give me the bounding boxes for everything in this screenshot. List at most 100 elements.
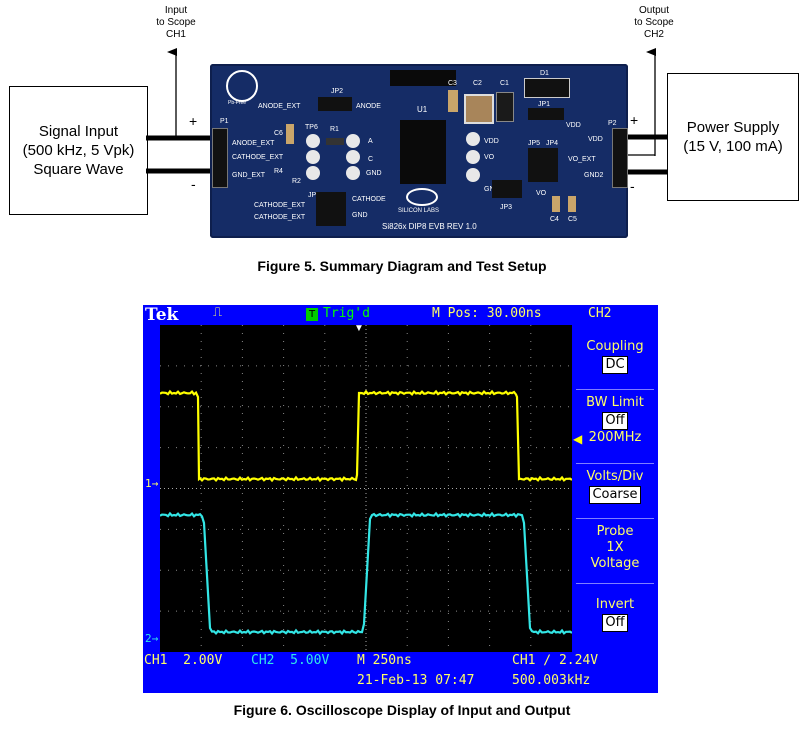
jp3-header — [492, 180, 522, 198]
menu-invert[interactable]: Invert Off — [572, 597, 658, 632]
gnd-label: GND — [366, 170, 382, 177]
jp1-header — [528, 108, 564, 120]
u1-socket — [390, 70, 456, 86]
menu-volts-div-value: Coarse — [589, 486, 641, 504]
d1-diode — [524, 78, 570, 98]
jp5-label: JP5 — [528, 140, 541, 147]
menu-invert-label: Invert — [595, 597, 635, 612]
menu-volts-div[interactable]: Volts/Div Coarse — [572, 469, 658, 504]
c2-cap — [464, 94, 494, 124]
scope-brand: Tek — [145, 305, 179, 325]
c-label: C — [368, 156, 374, 163]
tp-cluster-right — [466, 132, 482, 184]
trigger-position-marker: ▼ — [354, 323, 364, 334]
pb-free-label: Pb-Free — [228, 100, 247, 106]
scope-ch2-line3: CH2 — [643, 29, 664, 40]
footer-timebase: M 250ns — [357, 653, 412, 668]
jp3-label: JP3 — [500, 204, 513, 211]
footer-ch1: CH1 2.00V — [144, 653, 223, 668]
oscilloscope-display: Tek ⎍ T Trig'd M Pos: 30.00ns CH2 1→ 2→ … — [143, 305, 658, 693]
c6-cap — [286, 124, 294, 144]
right-plus-sign: + — [630, 112, 639, 128]
footer-freq: 500.003kHz — [512, 673, 591, 688]
cathode-ext-b2-label: CATHODE_EXT — [254, 214, 306, 221]
anode-ext-label: ANODE_EXT — [232, 140, 275, 147]
pcb-board: Pb-Free JP2 ANODE_EXT ANODE U1 C3 C2 C1 … — [210, 64, 628, 238]
jp5-jp4-header — [528, 148, 558, 182]
scope-ch1-line3: CH1 — [165, 29, 186, 40]
c5-label: C5 — [568, 216, 577, 223]
menu-volts-div-label: Volts/Div — [586, 469, 644, 484]
gnd-b-label: GND — [352, 212, 368, 219]
p2-connector — [612, 128, 628, 188]
jp6-header — [316, 192, 346, 226]
signal-input-box: Signal Input (500 kHz, 5 Vpk) Square Wav… — [9, 86, 148, 215]
trig-badge: T — [306, 308, 318, 321]
cathode-ext-b1-label: CATHODE_EXT — [254, 202, 306, 209]
c4-label: C4 — [550, 216, 559, 223]
u1-label: U1 — [417, 105, 428, 114]
acquire-icon: ⎍ — [213, 305, 223, 320]
menu-probe-line2: Voltage — [590, 556, 640, 571]
left-plus-sign: + — [189, 113, 198, 129]
menu-bw-limit[interactable]: BW Limit Off 200MHz — [572, 395, 658, 446]
figure5-caption: Figure 5. Summary Diagram and Test Setup — [257, 258, 547, 274]
vo-low-label: VO — [536, 190, 547, 197]
footer-date: 21-Feb-13 07:47 — [357, 673, 475, 688]
power-supply-line2: (15 V, 100 mA) — [683, 138, 783, 155]
side-menu: Coupling DC BW Limit Off 200MHz Volts/Di… — [572, 325, 658, 652]
c2-label: C2 — [473, 80, 482, 87]
footer-ch2: CH2 5.00V — [251, 653, 330, 668]
d1-label: D1 — [540, 70, 549, 77]
silicon-labs-logo — [406, 188, 438, 206]
jp2-header — [318, 97, 352, 111]
p1-label: P1 — [220, 118, 229, 125]
pb-free-logo — [226, 70, 258, 102]
right-minus-sign: - — [630, 178, 635, 194]
scope-ch1-line2: to Scope — [156, 17, 196, 28]
scope-ch2-label: Output to Scope CH2 — [624, 5, 684, 41]
scope-screen — [160, 325, 572, 652]
scope-ch1-label: Input to Scope CH1 — [148, 5, 204, 41]
menu-coupling-value: DC — [602, 356, 628, 374]
menu-title: CH2 — [588, 306, 612, 321]
vo-label: VO — [484, 154, 495, 161]
silicon-labs-label: SILICON LABS — [398, 208, 440, 214]
tp-cluster-left — [306, 134, 362, 180]
c4-cap — [552, 196, 560, 212]
ch1-marker: 1→ — [145, 477, 159, 490]
scope-ch2-line2: to Scope — [634, 17, 674, 28]
menu-probe-line1: 1X — [606, 540, 624, 555]
trig-status: Trig'd — [323, 306, 370, 321]
p1-connector — [212, 128, 228, 188]
ch1-trace — [160, 389, 572, 483]
ch2-trace — [160, 511, 572, 636]
cathode-label: CATHODE — [352, 196, 386, 203]
jp6-label: JP6 — [308, 192, 321, 199]
waveform-plot — [160, 325, 572, 652]
menu-bw-limit-value: Off — [602, 412, 628, 430]
p2-label: P2 — [608, 120, 617, 127]
menu-bw-limit-label: BW Limit — [586, 395, 644, 410]
menu-bw-limit-extra: 200MHz — [588, 430, 642, 445]
power-supply-box: Power Supply (15 V, 100 mA) — [667, 73, 799, 201]
c1-label: C1 — [500, 80, 509, 87]
r4-label: R4 — [274, 168, 283, 175]
anode-label: ANODE — [356, 103, 381, 110]
c3-cap — [448, 90, 458, 112]
gnd-ext-label: GND_EXT — [232, 172, 266, 179]
c1-cap — [496, 92, 514, 122]
menu-coupling[interactable]: Coupling DC — [572, 339, 658, 374]
menu-probe[interactable]: Probe 1X Voltage — [572, 524, 658, 572]
trigger-level-marker: ◀ — [573, 432, 583, 446]
jp4-label: JP4 — [546, 140, 559, 147]
anode-ext-top-label: ANODE_EXT — [258, 103, 301, 110]
vdd2-label: VDD — [566, 122, 581, 129]
menu-coupling-label: Coupling — [586, 339, 644, 354]
signal-input-line3: Square Wave — [33, 161, 124, 178]
vdd-p2-label: VDD — [588, 136, 603, 143]
r1-label: R1 — [330, 126, 339, 133]
ch2-marker: 2→ — [145, 632, 159, 645]
signal-input-line1: Signal Input — [38, 123, 119, 140]
vo-ext-label: VO_EXT — [568, 156, 596, 163]
